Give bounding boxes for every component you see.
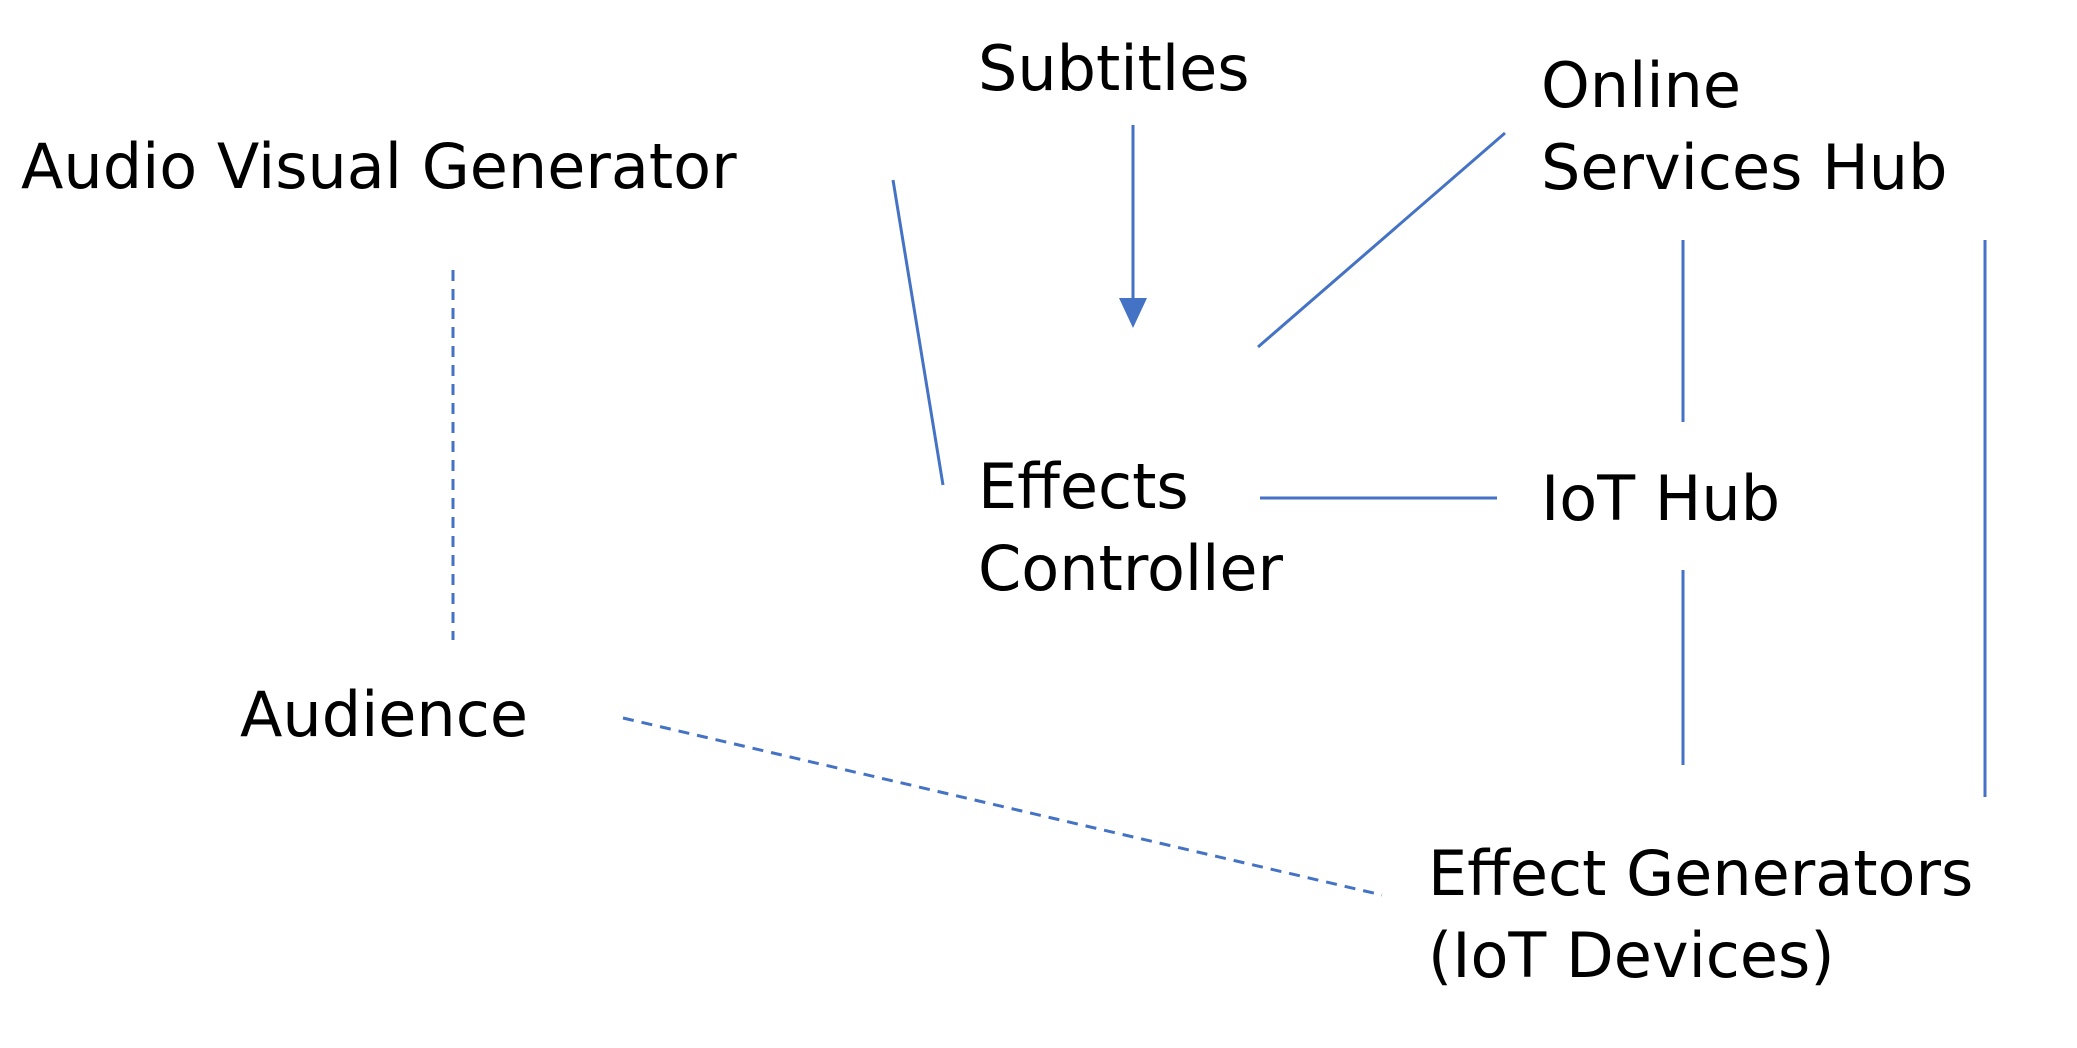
node-effects-controller: Effects Controller xyxy=(978,446,1283,610)
node-label-line: (IoT Devices) xyxy=(1428,919,1835,992)
node-label-line: Audio Visual Generator xyxy=(21,130,737,203)
node-label-line: Subtitles xyxy=(978,32,1250,105)
node-label-line: Services Hub xyxy=(1541,131,1948,204)
node-label-line: Effect Generators xyxy=(1428,837,1974,910)
node-iot-hub: IoT Hub xyxy=(1541,458,1780,540)
arrowhead-icon xyxy=(1119,298,1147,328)
node-subtitles: Subtitles xyxy=(978,28,1250,110)
connector-audio-visual-generator-to-effects-controller xyxy=(891,179,945,486)
node-effect-generators: Effect Generators (IoT Devices) xyxy=(1428,833,1973,997)
node-audience: Audience xyxy=(240,674,528,756)
node-label-line: Online xyxy=(1541,49,1741,122)
node-audio-visual-generator: Audio Visual Generator xyxy=(21,126,737,208)
node-label-line: Controller xyxy=(978,532,1283,605)
connector-audience-to-effect-generators xyxy=(622,716,1383,897)
node-label-line: IoT Hub xyxy=(1541,462,1781,535)
connector-online-services-hub-to-effects-controller xyxy=(1257,131,1506,349)
node-label-line: Effects xyxy=(978,450,1189,523)
node-label-line: Audience xyxy=(240,678,528,751)
node-online-services-hub: Online Services Hub xyxy=(1541,45,1947,209)
